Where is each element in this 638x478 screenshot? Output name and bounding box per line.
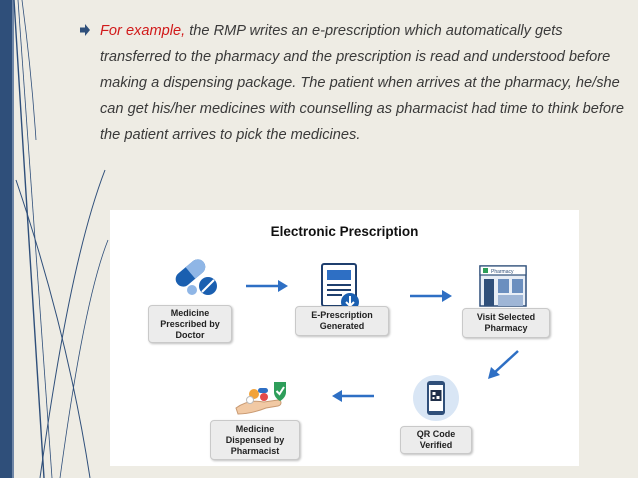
- bullet-point: For example, the RMP writes an e-prescri…: [80, 18, 636, 148]
- highlight-text: For example,: [100, 23, 186, 39]
- body-text: the RMP writes an e-prescription which a…: [100, 23, 625, 143]
- step-label-generated: E-Prescription Generated: [295, 306, 389, 336]
- step-label-prescribed: Medicine Prescribed by Doctor: [148, 305, 232, 343]
- flow-arrow-left: [332, 390, 374, 402]
- step-label-visit-pharmacy: Visit Selected Pharmacy: [462, 308, 550, 338]
- step-label-dispensed: Medicine Dispensed by Pharmacist: [210, 420, 300, 460]
- flow-arrow-down-left: [488, 350, 519, 379]
- pills-icon: [175, 259, 217, 295]
- qr-phone-icon: [413, 375, 459, 421]
- arrow-bullet-icon: [80, 24, 90, 36]
- diagram-title: Electronic Prescription: [270, 224, 419, 239]
- electronic-prescription-diagram: Electronic Prescription Medicine Prescri…: [110, 210, 579, 466]
- slide-paragraph: For example, the RMP writes an e-prescri…: [100, 18, 636, 148]
- pharmacy-sign-text: Pharmacy: [491, 269, 514, 275]
- flow-arrow-right-2: [410, 290, 452, 302]
- left-decorative-lines: [0, 0, 109, 478]
- flow-arrow-right-1: [246, 280, 288, 292]
- step-label-qr-verified: QR Code Verified: [400, 426, 472, 454]
- hand-medicine-icon: [235, 382, 286, 415]
- pharmacy-store-icon: Pharmacy: [479, 265, 527, 307]
